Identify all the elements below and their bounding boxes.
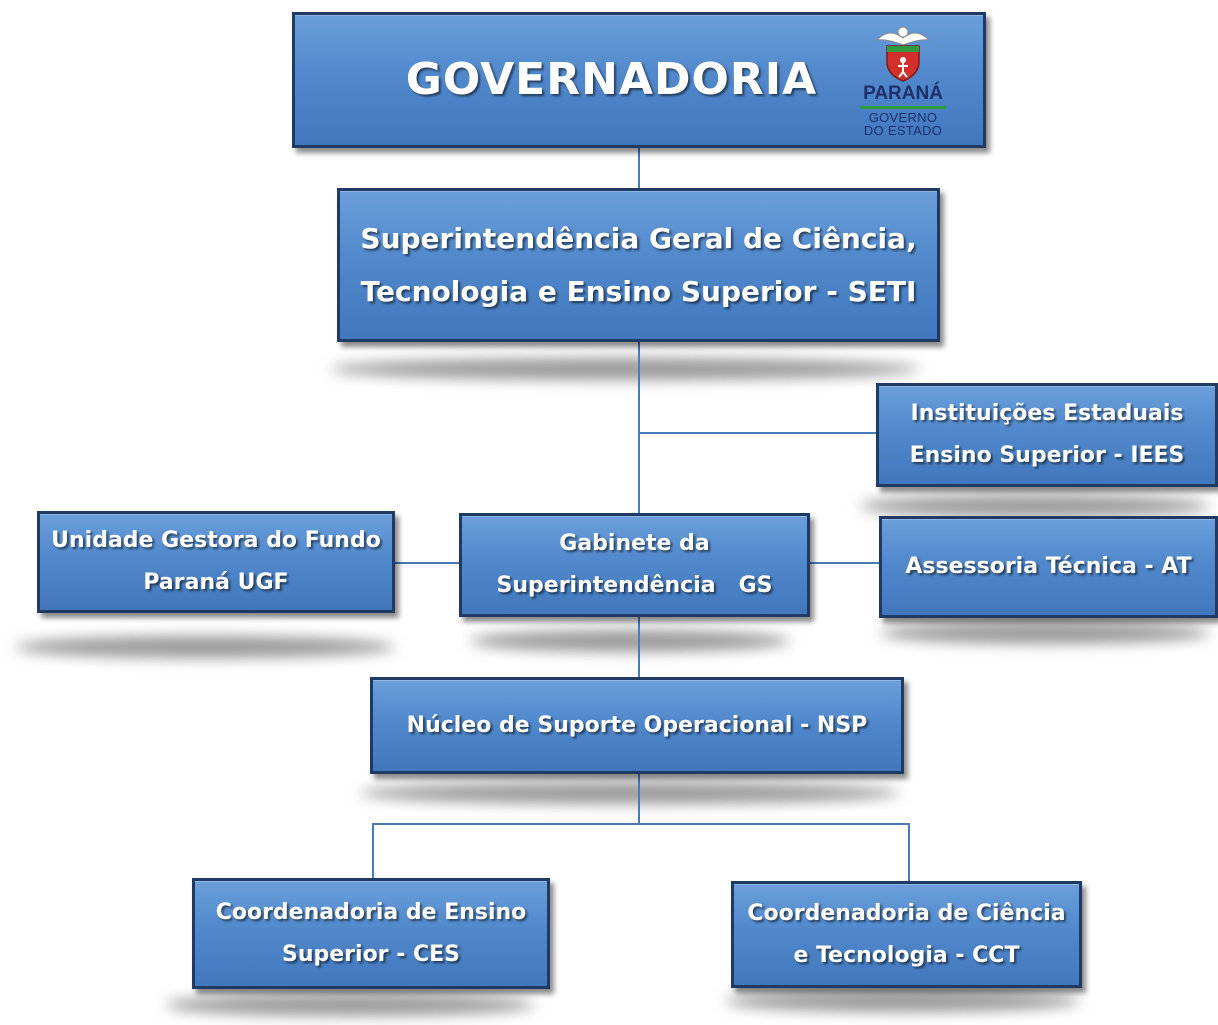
ces-line1: Coordenadoria de Ensino	[215, 899, 527, 925]
ugf-line1: Unidade Gestora do Fundo	[51, 528, 381, 554]
ugf-shadow	[15, 636, 395, 658]
connector-iees	[638, 432, 878, 434]
parana-coat-of-arms-icon	[875, 26, 931, 82]
connector-branch-ces	[372, 823, 374, 880]
connector-at	[810, 562, 880, 564]
gs-line2: Superintendência GS	[496, 573, 773, 598]
logo-name: PARANÁ	[863, 83, 943, 104]
ces-box: Coordenadoria de Ensino Superior - CES	[192, 878, 550, 989]
cct-line2: e Tecnologia - CCT	[793, 942, 1020, 968]
iees-box: Instituições Estaduais Ensino Superior -…	[876, 383, 1218, 487]
logo-rule	[860, 106, 946, 109]
ugf-box: Unidade Gestora do Fundo Paraná UGF	[37, 511, 395, 613]
at-shadow	[880, 622, 1210, 644]
nsp-shadow	[360, 782, 900, 804]
connector-gs-nsp	[638, 615, 640, 677]
at-box: Assessoria Técnica - AT	[879, 516, 1218, 618]
iees-shadow	[860, 495, 1210, 517]
parana-logo: PARANÁ GOVERNO DO ESTADO	[848, 24, 958, 146]
iees-line1: Instituições Estaduais	[910, 401, 1184, 427]
ces-shadow	[165, 994, 535, 1016]
connector-branch-cct	[908, 823, 910, 883]
at-line1: Assessoria Técnica - AT	[905, 554, 1192, 580]
connector-seti-gs	[638, 340, 640, 515]
cct-box: Coordenadoria de Ciência e Tecnologia - …	[731, 881, 1082, 988]
nsp-box: Núcleo de Suporte Operacional - NSP	[370, 677, 904, 774]
seti-box: Superintendência Geral de Ciência, Tecno…	[337, 188, 940, 342]
iees-line2: Ensino Superior - IEES	[909, 443, 1185, 468]
ces-line2: Superior - CES	[282, 941, 460, 967]
connector-gov-seti	[638, 148, 640, 190]
connector-nsp-branch	[638, 772, 640, 824]
gs-shadow	[470, 630, 790, 652]
connector-branch-horizontal	[372, 823, 910, 825]
seti-line2: Tecnologia e Ensino Superior - SETI	[360, 275, 917, 308]
logo-line1: GOVERNO	[868, 110, 938, 125]
cct-shadow	[725, 990, 1080, 1012]
ugf-line2: Paraná UGF	[143, 570, 289, 595]
logo-line2: DO ESTADO	[863, 123, 943, 138]
gs-line1: Gabinete da	[559, 531, 710, 557]
governadoria-title: GOVERNADORIA	[405, 54, 818, 106]
connector-ugf	[393, 562, 460, 564]
governadoria-box: GOVERNADORIA	[292, 12, 986, 148]
seti-shadow	[330, 358, 920, 380]
cct-line1: Coordenadoria de Ciência	[747, 900, 1066, 926]
seti-line1: Superintendência Geral de Ciência,	[360, 221, 917, 255]
nsp-line1: Núcleo de Suporte Operacional - NSP	[406, 712, 868, 738]
gs-box: Gabinete da Superintendência GS	[459, 513, 810, 617]
